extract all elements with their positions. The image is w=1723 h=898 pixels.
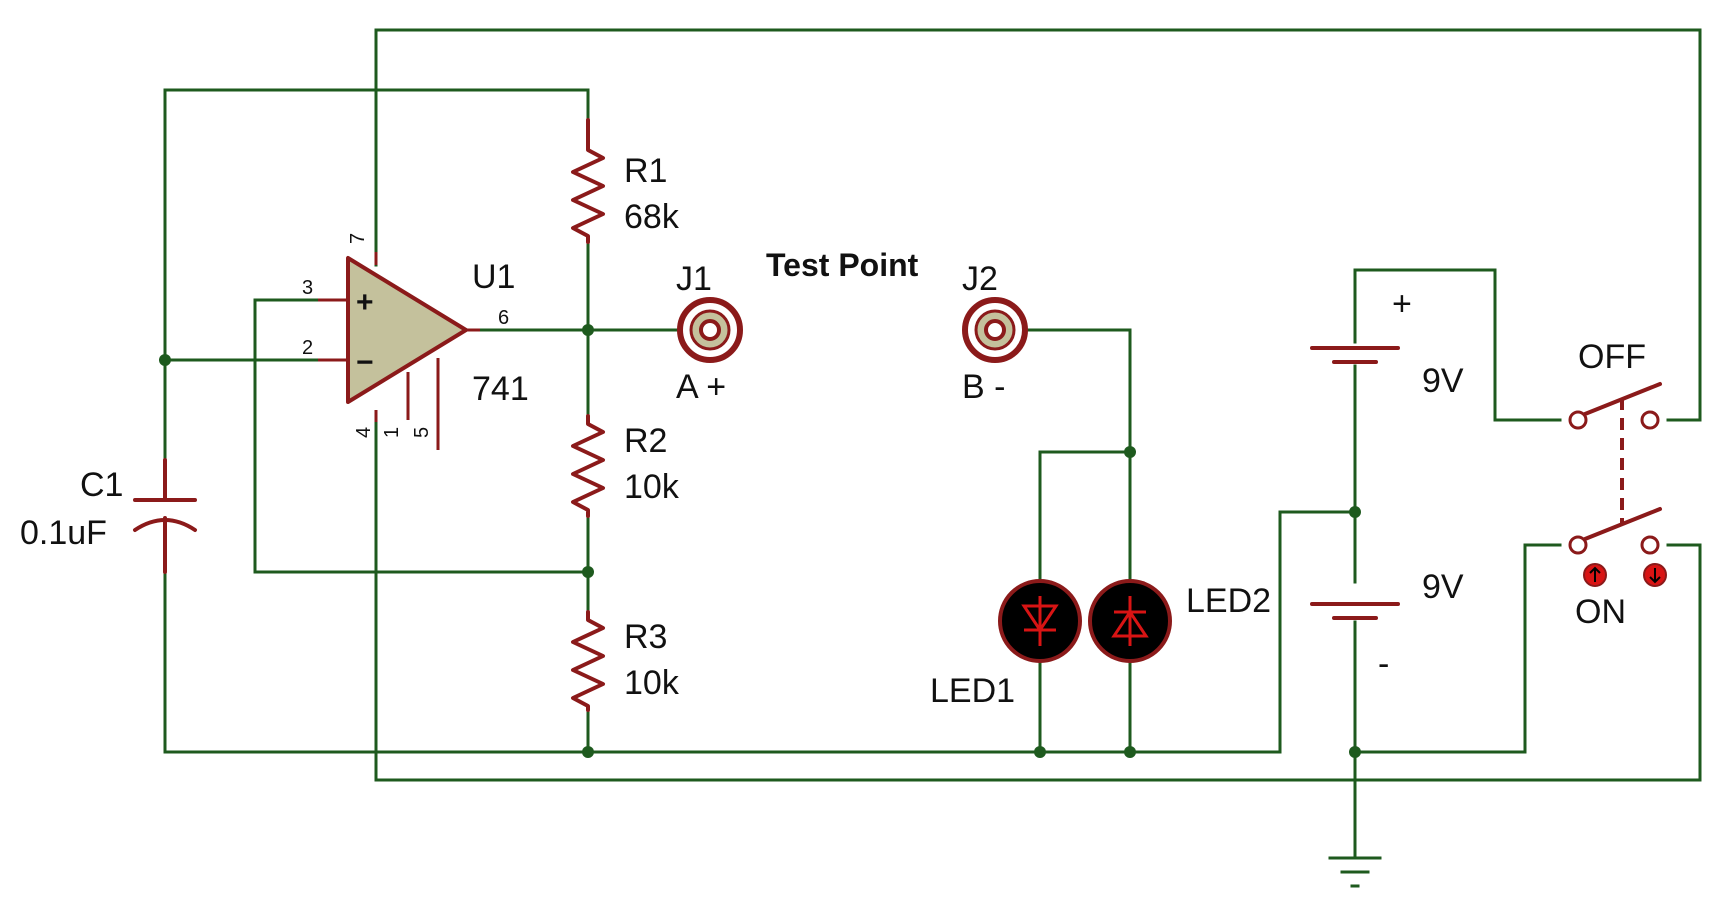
jack-polarity-label: A + bbox=[676, 368, 726, 406]
wire-j2-out bbox=[1023, 328, 1132, 582]
opamp-ref-label: U1 bbox=[472, 258, 515, 296]
test-point-label: Test Point bbox=[766, 247, 919, 283]
junction-dot bbox=[582, 566, 594, 578]
wire-top-supply bbox=[374, 28, 1702, 422]
jack-inner-ring bbox=[699, 319, 721, 341]
opamp-u1: + − 7 3 2 6 4 1 5 U1 741 bbox=[302, 233, 529, 450]
wire-noninv-input bbox=[253, 298, 590, 574]
resistor-ref-label: R1 bbox=[624, 152, 667, 190]
opamp-plus-sign: + bbox=[356, 286, 374, 319]
opamp-pin-3: 3 bbox=[302, 277, 313, 299]
wire-led1-top bbox=[1038, 450, 1132, 582]
junction-dot bbox=[1124, 746, 1136, 758]
opamp-triangle bbox=[346, 256, 468, 404]
wires bbox=[163, 28, 1702, 857]
opamp-minus-sign: − bbox=[356, 346, 374, 379]
resistor-r3: R3 10k bbox=[571, 610, 680, 712]
wire-cap-bottom bbox=[163, 570, 1282, 754]
resistor-zigzag bbox=[571, 118, 605, 244]
junction-dot bbox=[582, 746, 594, 758]
junction-dot bbox=[1034, 746, 1046, 758]
wire-top-left bbox=[163, 88, 590, 462]
resistor-value-label: 68k bbox=[624, 198, 680, 236]
led-diode-bar bbox=[1024, 596, 1056, 646]
opamp-pin-5: 5 bbox=[411, 427, 433, 438]
wire-batt-top bbox=[1353, 268, 1562, 422]
resistor-r1: R1 68k bbox=[571, 118, 680, 244]
capacitor-plate-curved bbox=[133, 518, 197, 532]
junction-dot bbox=[582, 324, 594, 336]
junction-dot bbox=[159, 354, 171, 366]
switch-on-label: ON bbox=[1575, 593, 1626, 631]
jack-j1: J1 A + bbox=[676, 260, 743, 406]
battery-bottom: - 9V bbox=[1310, 568, 1464, 683]
opamp-value-label: 741 bbox=[472, 370, 529, 408]
opamp-pin-1: 1 bbox=[381, 427, 403, 438]
opamp-pin-2: 2 bbox=[302, 337, 313, 359]
battery-polarity-sign: + bbox=[1392, 285, 1412, 323]
junction-dot bbox=[1349, 506, 1361, 518]
resistor-zigzag bbox=[571, 414, 605, 518]
switch-contact bbox=[1640, 535, 1660, 555]
junctions bbox=[159, 324, 1361, 758]
jack-ref-label: J1 bbox=[676, 260, 712, 298]
led-ref-label: LED2 bbox=[1186, 582, 1271, 620]
ground-symbol bbox=[1328, 856, 1382, 888]
resistor-ref-label: R2 bbox=[624, 422, 667, 460]
battery-polarity-sign: - bbox=[1378, 645, 1389, 683]
battery-value-label: 9V bbox=[1422, 362, 1464, 400]
capacitor-ref-label: C1 bbox=[80, 466, 123, 504]
jack-j2: J2 B - bbox=[962, 260, 1028, 406]
battery-value-label: 9V bbox=[1422, 568, 1464, 606]
resistor-value-label: 10k bbox=[624, 468, 680, 506]
opamp-pin-lines bbox=[318, 252, 480, 450]
opamp-pin-7: 7 bbox=[347, 233, 369, 244]
capacitor-value-label: 0.1uF bbox=[20, 514, 107, 552]
switch-off-label: OFF bbox=[1578, 338, 1646, 376]
switch-contact bbox=[1568, 410, 1588, 430]
led-ref-label: LED1 bbox=[930, 672, 1015, 710]
resistor-value-label: 10k bbox=[624, 664, 680, 702]
jack-ref-label: J2 bbox=[962, 260, 998, 298]
wire-mid-tap bbox=[1278, 510, 1357, 754]
jack-inner-ring bbox=[984, 319, 1006, 341]
wire-sw2-left bbox=[1353, 543, 1562, 754]
ground-bars bbox=[1328, 856, 1382, 888]
battery-top: + 9V bbox=[1310, 285, 1464, 400]
resistor-ref-label: R3 bbox=[624, 618, 667, 656]
switch-contact bbox=[1568, 535, 1588, 555]
led-diode-bar bbox=[1114, 596, 1146, 646]
wire-bottom-supply bbox=[374, 420, 1702, 782]
junction-dot bbox=[1349, 746, 1361, 758]
led-1: LED1 bbox=[930, 579, 1082, 710]
resistor-zigzag bbox=[571, 610, 605, 712]
capacitor-c1: C1 0.1uF bbox=[20, 458, 197, 574]
led-2: LED2 bbox=[1088, 579, 1271, 663]
junction-dot bbox=[1124, 446, 1136, 458]
arrow-down-icon bbox=[1649, 568, 1661, 584]
opamp-pin-6: 6 bbox=[498, 307, 509, 329]
opamp-pin-4: 4 bbox=[353, 427, 375, 438]
jack-polarity-label: B - bbox=[962, 368, 1005, 406]
arrow-up-icon bbox=[1589, 566, 1601, 582]
switch-contact bbox=[1640, 410, 1660, 430]
resistor-r2: R2 10k bbox=[571, 414, 680, 518]
power-switch: OFF ON bbox=[1568, 338, 1667, 631]
